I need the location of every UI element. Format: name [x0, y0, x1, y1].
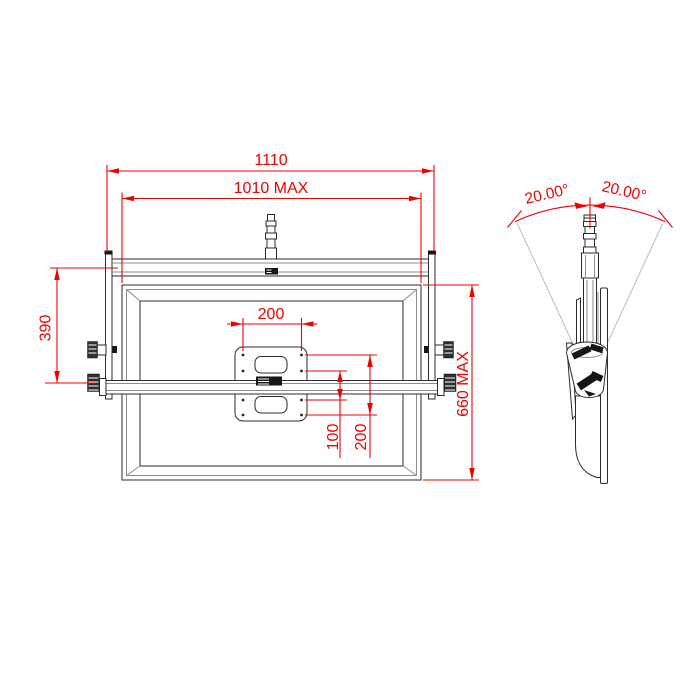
pole-cap	[267, 214, 275, 222]
vesa-hole	[241, 369, 245, 373]
dim-overall-width: 1110	[106, 152, 435, 252]
tilt-arc-tick-right	[658, 210, 673, 228]
bar-cap-left	[99, 378, 107, 396]
middle-bar	[87, 373, 457, 396]
right-rail	[428, 250, 436, 400]
bezel-miter-bottom-right	[402, 465, 417, 476]
dim-vesa-outer-height: 200	[353, 355, 373, 458]
bezel-miter-top-right	[402, 289, 417, 302]
vesa-hole	[241, 353, 245, 357]
dim-bar-drop: 390	[38, 267, 118, 384]
vesa-hole	[300, 398, 303, 402]
dim-vesa-inner-height: 100	[325, 371, 343, 458]
side-pole	[581, 214, 599, 346]
dim-vesa-inner-height-label: 100	[325, 424, 342, 451]
hanging-pole	[265, 214, 277, 260]
vesa-hole	[300, 353, 303, 357]
vesa-hole	[300, 413, 303, 417]
tilt-bracket	[565, 341, 609, 399]
dimensions: 1110 1010 MAX 390 660 MAX	[38, 152, 673, 481]
vesa-cutout-bottom	[254, 396, 288, 414]
bracket-back-plate	[576, 297, 581, 345]
vesa-hole	[241, 398, 245, 402]
bracket-knob-top	[571, 343, 604, 360]
top-bar-label	[265, 268, 278, 275]
dim-vesa-width: 200	[227, 306, 318, 351]
right-rail-end-cap	[428, 250, 436, 255]
dim-max-screen-height: 660 MAX	[423, 284, 479, 481]
dim-max-screen-height-label: 660 MAX	[455, 351, 472, 417]
left-rail	[104, 250, 113, 400]
vesa-hole	[300, 369, 303, 373]
dim-vesa-width-label: 200	[258, 306, 285, 323]
upper-clamp-left	[87, 341, 117, 359]
dim-tilt-left-label: 20.00°	[523, 181, 571, 208]
bar-label	[256, 376, 282, 386]
bezel-miter-bottom-left	[126, 465, 141, 476]
bar-knob-right	[443, 373, 457, 392]
left-rail-end-cap	[104, 250, 113, 255]
vesa-holes	[241, 353, 303, 417]
clamp-latch-right	[424, 346, 429, 353]
curved-arm	[575, 395, 601, 478]
front-view	[87, 214, 457, 481]
bezel-miter-top-left	[126, 289, 141, 302]
dim-tilt-right-label: 20.00°	[600, 178, 648, 205]
bracket-knob-bottom	[576, 371, 604, 397]
tilt-arc-tick-left	[507, 210, 522, 228]
dim-overall-width-label: 1110	[254, 152, 287, 169]
tilt-arc	[514, 204, 666, 223]
dim-bar-drop-label: 390	[38, 315, 55, 342]
dim-vesa-outer-height-label: 200	[353, 424, 370, 451]
dim-tilt-angle: 20.00° 20.00°	[507, 178, 673, 229]
clamp-latch-left	[112, 346, 117, 353]
vesa-cutout-top	[254, 356, 288, 374]
side-view	[517, 214, 663, 484]
dim-max-screen-width: 1010 MAX	[121, 180, 422, 283]
vesa-hole	[241, 413, 245, 417]
upper-clamp-right	[424, 341, 454, 359]
dim-max-screen-width-label: 1010 MAX	[234, 180, 309, 197]
bar-cap-right	[437, 378, 445, 396]
